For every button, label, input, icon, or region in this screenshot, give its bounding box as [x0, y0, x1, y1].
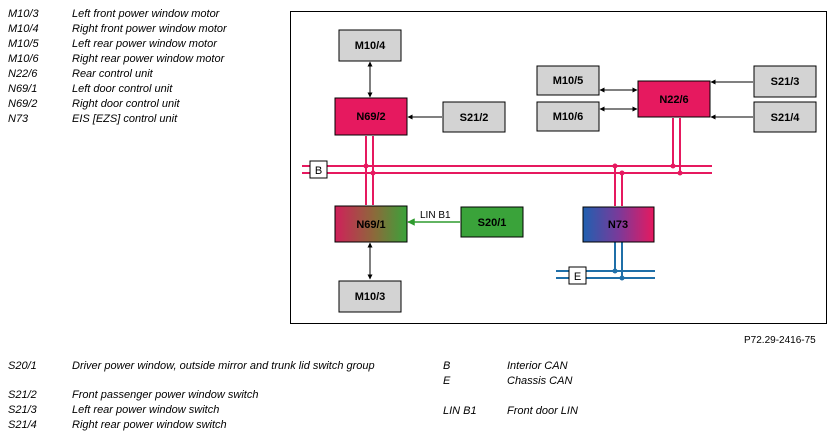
module-n73: N73: [582, 206, 655, 243]
legend-desc: Right front power window motor: [72, 23, 227, 35]
connections: [367, 61, 753, 280]
module-s21-4-label: S21/4: [771, 112, 801, 124]
diagram-frame: [290, 11, 827, 324]
can-b-bus: [302, 118, 712, 206]
bus-tag-b-label: B: [315, 165, 322, 177]
legend-bottom: S20/1 Driver power window, outside mirro…: [8, 359, 828, 439]
legend-desc: EIS [EZS] control unit: [72, 113, 178, 125]
module-s21-3: S21/3: [753, 65, 817, 98]
legend-code: E: [443, 375, 451, 387]
legend-desc: Front door LIN: [507, 405, 578, 417]
module-s21-3-label: S21/3: [771, 76, 800, 88]
module-s21-4: S21/4: [753, 101, 817, 133]
module-m10-6-label: M10/6: [553, 111, 584, 123]
legend-desc: Right rear power window switch: [72, 419, 227, 431]
legend-code: S21/4: [8, 419, 37, 431]
legend-code: N73: [8, 113, 29, 125]
module-n69-1-label: N69/1: [356, 219, 385, 231]
legend-code: N69/2: [8, 98, 38, 110]
legend-desc: Interior CAN: [507, 360, 568, 372]
legend-desc: Driver power window, outside mirror and …: [72, 360, 375, 372]
legend-desc: Right door control unit: [72, 98, 180, 110]
legend-code: N22/6: [8, 68, 38, 80]
legend-code: M10/4: [8, 23, 39, 35]
module-m10-5: M10/5: [536, 65, 600, 96]
legend-desc: Left rear power window motor: [72, 38, 217, 50]
legend-code: S20/1: [8, 360, 37, 372]
lin-b1-link: LIN B1: [407, 210, 460, 226]
module-s20-1: S20/1: [460, 206, 524, 238]
legend-desc: Right rear power window motor: [72, 53, 225, 65]
legend-code: M10/6: [8, 53, 39, 65]
module-n22-6: N22/6: [637, 80, 711, 118]
module-m10-6: M10/6: [536, 101, 600, 132]
legend-desc: Left door control unit: [72, 83, 173, 95]
module-m10-4-label: M10/4: [355, 40, 386, 52]
legend-item: S21/2 Front passenger power window switc…: [8, 388, 428, 403]
module-n69-1: N69/1: [334, 205, 408, 243]
legend-item: LIN B1 Front door LIN: [443, 404, 743, 419]
legend-item: S21/4 Right rear power window switch: [8, 418, 428, 433]
legend-desc: Chassis CAN: [507, 375, 573, 387]
module-n73-label: N73: [608, 219, 628, 231]
figure-reference: P72.29-2416-75: [744, 335, 816, 346]
legend-desc: Left rear power window switch: [72, 404, 220, 416]
legend-code: N69/1: [8, 83, 38, 95]
legend-code: M10/5: [8, 38, 39, 50]
legend-item: E Chassis CAN: [443, 374, 743, 389]
legend-code: S21/2: [8, 389, 37, 401]
legend-desc: Left front power window motor: [72, 8, 220, 20]
module-n69-2-label: N69/2: [356, 111, 385, 123]
legend-desc: Rear control unit: [72, 68, 153, 80]
legend-code: LIN B1: [443, 405, 477, 417]
module-s21-2-label: S21/2: [460, 112, 489, 124]
module-m10-3: M10/3: [338, 280, 402, 313]
module-m10-4: M10/4: [338, 29, 402, 62]
module-m10-5-label: M10/5: [553, 75, 584, 87]
module-s21-2: S21/2: [442, 101, 506, 133]
legend-item: B Interior CAN: [443, 359, 743, 374]
bus-tag-b: B: [309, 160, 328, 179]
module-n22-6-label: N22/6: [659, 94, 688, 106]
module-m10-3-label: M10/3: [355, 291, 386, 303]
legend-code: B: [443, 360, 451, 372]
legend-item: S20/1 Driver power window, outside mirro…: [8, 359, 428, 389]
module-s20-1-label: S20/1: [478, 217, 507, 229]
legend-code: M10/3: [8, 8, 39, 20]
legend-code: S21/3: [8, 404, 37, 416]
lin-b1-label: LIN B1: [420, 210, 451, 221]
bus-tag-e: E: [568, 266, 587, 285]
legend-item: S21/3 Left rear power window switch: [8, 403, 428, 418]
module-n69-2: N69/2: [334, 97, 408, 136]
legend-desc: Front passenger power window switch: [72, 389, 259, 401]
bus-tag-e-label: E: [574, 271, 581, 283]
